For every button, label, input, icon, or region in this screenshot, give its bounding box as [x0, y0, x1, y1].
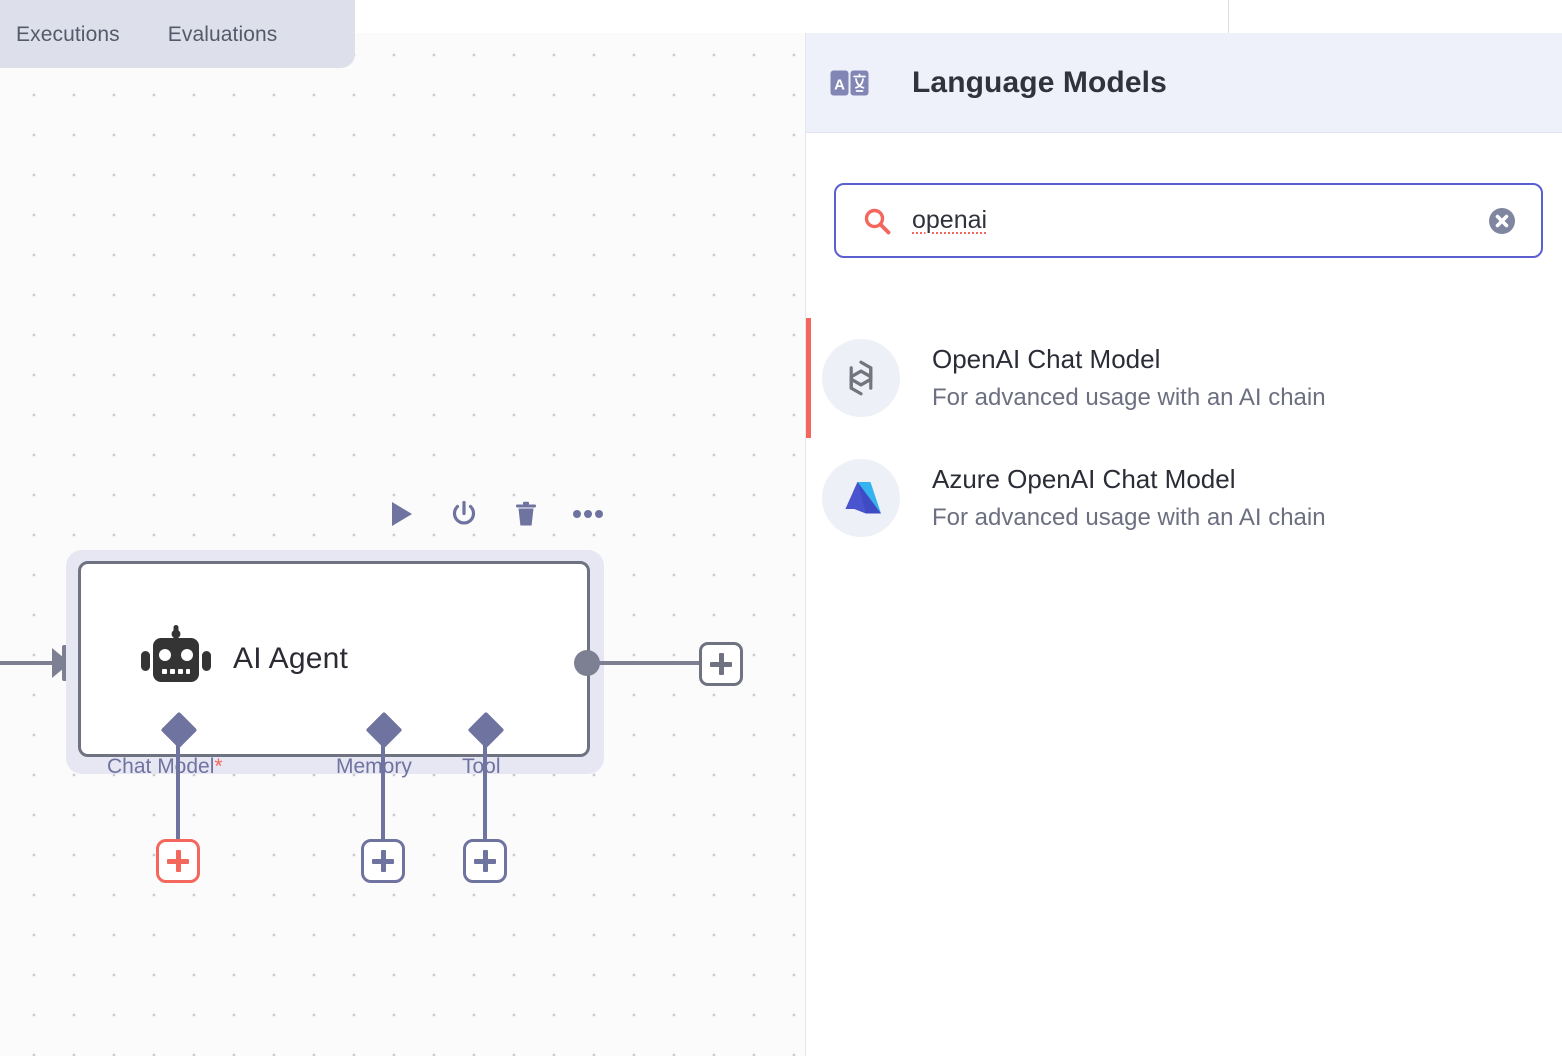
node-options-button[interactable] — [571, 497, 605, 531]
clear-search-button[interactable] — [1487, 206, 1517, 236]
outgoing-connection-edge — [596, 661, 702, 665]
incoming-connection-edge — [0, 661, 68, 665]
tab-executions[interactable]: Executions — [16, 22, 120, 46]
execute-node-button[interactable] — [385, 497, 419, 531]
search-results-list: OpenAI Chat Model For advanced usage wit… — [806, 318, 1562, 558]
robot-icon — [139, 625, 213, 691]
result-item-openai-chat-model[interactable]: OpenAI Chat Model For advanced usage wit… — [806, 318, 1562, 438]
tool-connector-line — [483, 733, 487, 862]
tab-bar: Executions Evaluations — [0, 0, 355, 68]
result-item-azure-openai-chat-model[interactable]: Azure OpenAI Chat Model For advanced usa… — [806, 438, 1562, 558]
memory-label-text: Memory — [336, 755, 412, 778]
add-chat-model-button[interactable] — [156, 839, 200, 883]
deactivate-node-button[interactable] — [447, 497, 481, 531]
add-next-node-button[interactable] — [699, 642, 743, 686]
plus-icon — [372, 850, 394, 872]
memory-connector-line — [381, 733, 385, 862]
result-text: Azure OpenAI Chat Model For advanced usa… — [932, 463, 1326, 533]
search-box[interactable] — [834, 183, 1543, 258]
node-output-port[interactable] — [574, 650, 600, 676]
tab-evaluations[interactable]: Evaluations — [167, 22, 278, 46]
result-description: For advanced usage with an AI chain — [932, 383, 1326, 411]
node-title: AI Agent — [233, 642, 349, 675]
nodes-panel: A Language Models — [805, 33, 1562, 1056]
result-title: OpenAI Chat Model — [932, 344, 1161, 375]
top-bar-divider — [1228, 0, 1229, 33]
svg-text:A: A — [834, 76, 845, 93]
add-memory-button[interactable] — [361, 839, 405, 883]
openai-logo-icon — [822, 339, 900, 417]
plus-icon — [474, 850, 496, 872]
ai-agent-node[interactable]: AI Agent — [78, 561, 590, 757]
plus-icon — [167, 850, 189, 872]
translate-icon: A — [830, 68, 870, 98]
delete-node-button[interactable] — [509, 497, 543, 531]
azure-logo-icon — [822, 459, 900, 537]
result-description: For advanced usage with an AI chain — [932, 503, 1326, 531]
panel-header: A Language Models — [806, 33, 1562, 133]
search-icon — [862, 206, 892, 236]
tool-label-text: Tool — [462, 755, 501, 778]
chat-model-label: Chat Model* — [107, 756, 223, 777]
workflow-canvas[interactable]: AI Agent Chat Model* Memory Tool — [0, 33, 805, 1056]
result-text: OpenAI Chat Model For advanced usage wit… — [932, 343, 1326, 413]
search-input[interactable] — [910, 205, 1487, 236]
required-marker: * — [214, 755, 223, 778]
node-toolbar — [385, 494, 605, 534]
result-title: Azure OpenAI Chat Model — [932, 464, 1236, 495]
panel-title: Language Models — [912, 65, 1167, 99]
plus-icon — [710, 653, 732, 675]
chat-model-connector-line — [176, 733, 180, 862]
add-tool-button[interactable] — [463, 839, 507, 883]
tool-label: Tool — [462, 756, 501, 777]
memory-label: Memory — [336, 756, 412, 777]
chat-model-label-text: Chat Model — [107, 755, 215, 778]
